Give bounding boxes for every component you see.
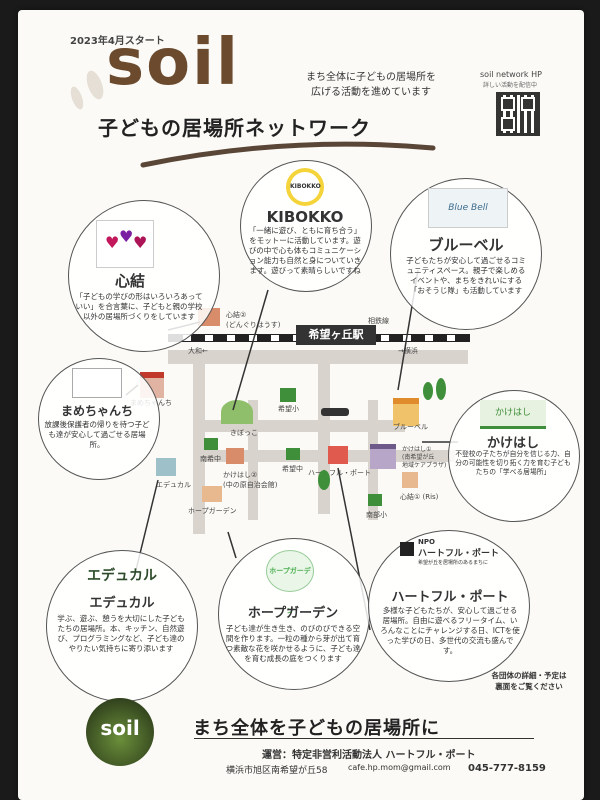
map-label-kibokko: きぼっこ	[230, 429, 258, 437]
kokoyui-logo: ♥ ♥ ♥	[96, 220, 154, 268]
footer-slogan: まち全体を子どもの居場所に	[193, 718, 440, 739]
station-sign: 希望ヶ丘駅	[296, 325, 376, 345]
map-label-kokoyui2: 心結② (どんぐりはうす)	[226, 311, 281, 329]
kibokko-desc: 「一緒に遊び、ともに育ち合う」をモットーに活動しています。遊びの中で心も体もコミ…	[248, 226, 362, 275]
map-label-kibo-chu: 希望中	[282, 465, 303, 473]
map-label-hope: ホープガーデン	[188, 507, 237, 515]
hope-desc: 子ども達が生き生き、のびのびできる空間を作ります。一粒の種から芽が出て育つ素敵な…	[225, 624, 361, 663]
brush-stroke	[140, 141, 436, 168]
bluebell-logo: Blue Bell	[428, 188, 508, 228]
map-label-kakehashi2: かけはし② (中の原自治会館)	[223, 471, 278, 489]
heart-icon: ♥	[105, 233, 120, 252]
educaru-desc: 学ぶ、遊ぶ、憩うを大切にした子どもたちの居場所。本、キッチン、自然遊び、プログラ…	[57, 614, 185, 653]
heartful-logo-npo: NPO	[418, 538, 435, 546]
soil-badge: soil	[86, 698, 154, 766]
org-circle-heartful	[368, 530, 530, 682]
mame-name: まめちゃんち	[60, 404, 133, 418]
playground-icon	[221, 400, 253, 424]
school-icon	[280, 388, 296, 402]
road	[168, 350, 468, 364]
house-icon	[393, 398, 419, 426]
hp-sub: 詳しい活動を配信中	[483, 82, 538, 89]
kibokko-logo-text: KIBOKKO	[290, 172, 321, 202]
map-label-minami-elem: 南部小	[366, 511, 387, 519]
school-icon	[204, 438, 218, 450]
to-yokohama-label: →横浜	[398, 347, 418, 355]
house-icon	[156, 458, 176, 476]
house-icon	[226, 448, 244, 464]
educaru-name: エデュカル	[89, 596, 155, 611]
start-note: 2023年4月スタート	[70, 36, 165, 47]
map-label-kakehashi1: かけはし① (南希望が丘 地域ケアプラザ)	[402, 446, 447, 469]
traffic-light-icon	[321, 408, 349, 416]
heartful-desc: 多様な子どもたちが、安心して過ごせる居場所。自由に遊べるフリータイム、いろんなこ…	[380, 606, 520, 655]
heart-icon: ♥	[119, 227, 134, 246]
line-label: 相鉄線	[368, 317, 389, 325]
heartful-name: ハートフル・ポート	[391, 590, 509, 605]
tagline: まち全体に子どもの居場所を 広げる活動を進めています	[291, 70, 451, 100]
tree-icon	[423, 382, 433, 400]
map-label-kibo-elem: 希望小	[278, 405, 299, 413]
heartful-logo: NPO ハートフル・ポート 希望が丘を居場所のあるまちに	[398, 538, 508, 570]
house-icon	[400, 542, 414, 556]
kibokko-name: KIBOKKO	[266, 208, 344, 226]
soil-logo: soil	[106, 26, 240, 100]
to-yamato-label: 大和←	[188, 347, 208, 355]
mame-desc: 放課後保護者の帰りを待つ子ども達が安心して過ごせる居場所。	[44, 420, 150, 449]
map-label-educaru: エデュカル	[156, 481, 191, 489]
kakehashi-desc: 不登校の子たちが自分を信じる力、自分の可能性を切り拓く力を育む子どもたちの「学べ…	[455, 450, 571, 476]
hope-logo: ホープガーデン	[266, 550, 314, 615]
flyer-page: 2023年4月スタート soil まち全体に子どもの居場所を 広げる活動を進めて…	[18, 10, 584, 800]
map-label-bluebell: ブルーベル	[393, 423, 428, 431]
footer-address: 横浜市旭区南希望が丘58	[226, 766, 328, 776]
road	[248, 400, 258, 520]
bluebell-name: ブルーベル	[428, 236, 504, 254]
tagline-line-2: 広げる活動を進めています	[311, 87, 431, 98]
footer-operator: 運営：特定非営利活動法人 ハートフル・ポート	[262, 750, 476, 761]
tree-icon	[436, 378, 446, 400]
educaru-logo: エデュカル	[87, 568, 157, 584]
bluebell-desc: 子どもたちが安心して過ごせるコミュニティスペース。親子で楽しめるイベントや、まち…	[406, 256, 526, 295]
kakehashi-name: かけはし	[486, 436, 539, 451]
school-icon	[286, 448, 300, 460]
kokoyui-name: 心結	[114, 272, 145, 290]
building-icon	[370, 444, 396, 469]
house-icon	[328, 446, 348, 464]
hope-name: ホープガーデン	[247, 606, 339, 621]
notice-text: 各団体の詳細・予定は 裏面をご覧ください	[491, 671, 567, 691]
kakehashi-logo: かけはし	[480, 400, 546, 429]
kokoyui-desc: 「子どもの学びの形はいろいろあっていい」を合言葉に、子どもと親の学校以外の居場所…	[75, 292, 203, 321]
footer-divider	[194, 738, 534, 739]
page-subtitle: 子どもの居場所ネットワーク	[98, 116, 371, 140]
school-icon	[368, 494, 382, 506]
tree-icon	[318, 470, 330, 490]
map-label-kokoyui1: 心結① (Ris)	[400, 493, 439, 501]
org-circle-educaru	[46, 550, 198, 702]
mame-logo	[72, 368, 122, 398]
footer-email[interactable]: cafe.hp.mom@gmail.com	[348, 763, 451, 772]
qr-code-icon[interactable]	[496, 92, 540, 136]
tagline-line-1: まち全体に子どもの居場所を	[306, 72, 436, 83]
heartful-logo-sub: 希望が丘を居場所のあるまちに	[418, 560, 489, 566]
house-icon	[202, 486, 222, 502]
map-label-minami-chu: 南希中	[200, 455, 221, 463]
heartful-logo-text: ハートフル・ポート	[418, 549, 500, 559]
hp-label: soil network HP	[480, 70, 542, 79]
heart-icon: ♥	[133, 233, 148, 252]
house-icon	[402, 472, 418, 488]
kibokko-logo: KIBOKKO	[286, 168, 324, 206]
footer-phone[interactable]: 045-777-8159	[468, 763, 546, 774]
